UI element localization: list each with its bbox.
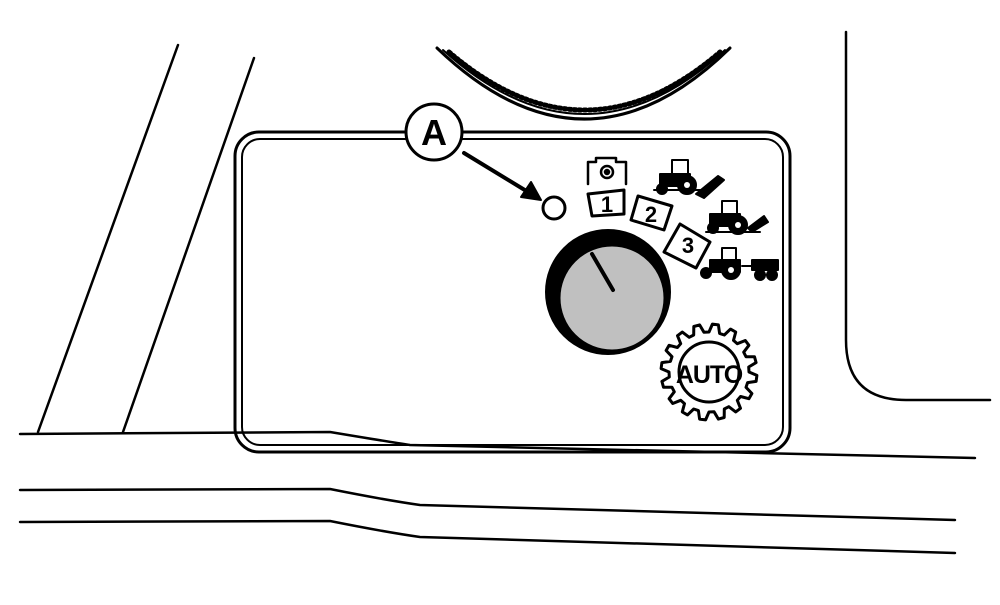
gear-outline <box>659 322 759 422</box>
tractor-mower-icon <box>653 159 725 199</box>
console-edge-bottom <box>18 519 957 555</box>
dial-position-1: 1 <box>586 188 626 218</box>
left-pillar-line-inner <box>121 56 256 434</box>
tractor-trailer-icon <box>700 247 779 281</box>
console-edge-middle <box>18 487 957 522</box>
dial-position-2: 2 <box>629 194 674 232</box>
callout-circle <box>404 102 464 162</box>
dial-position-3: 3 <box>662 222 712 270</box>
right-panel-edge <box>844 30 992 402</box>
cab-structure <box>18 30 992 555</box>
left-pillar-line <box>36 43 180 434</box>
steering-wheel-arc <box>435 46 732 121</box>
callout-arrow-head <box>520 181 542 201</box>
auto-gear-icon: AUTO <box>659 322 759 422</box>
auto-label: AUTO <box>676 361 743 389</box>
engine-icon <box>586 156 628 186</box>
tractor-tiller-icon <box>705 200 769 235</box>
callout-arrow-shaft <box>462 151 530 194</box>
control-panel <box>233 130 792 454</box>
knob-pointer <box>590 252 615 292</box>
dial-position-1-label: 1 <box>601 192 613 217</box>
dial-position-3-label: 3 <box>682 233 694 258</box>
rotary-knob-icon <box>545 229 671 355</box>
callout-label: A <box>421 112 447 153</box>
indicator-light-icon <box>541 195 567 221</box>
dial-position-2-label: 2 <box>645 202 657 227</box>
callout-a: A <box>404 102 542 201</box>
